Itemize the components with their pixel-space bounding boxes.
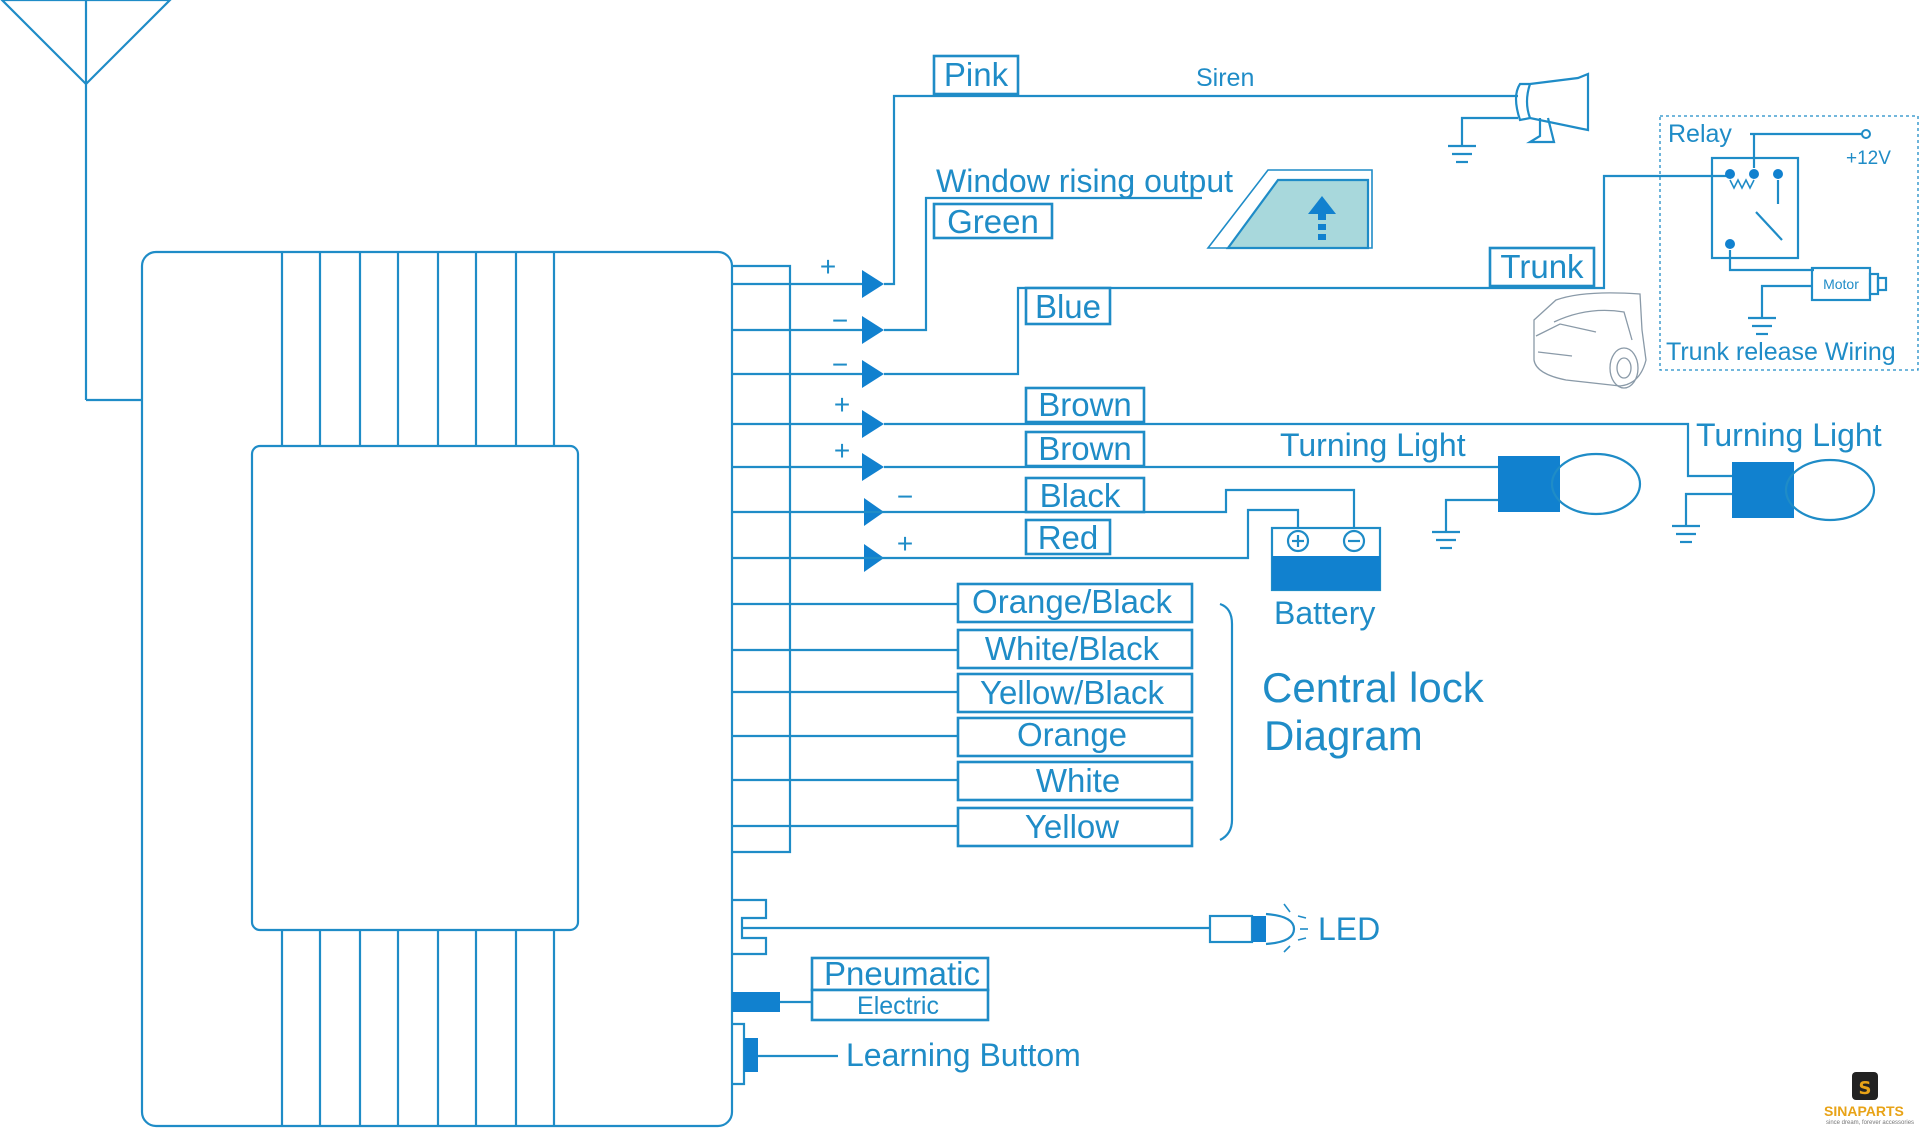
svg-text:S: S (1859, 1078, 1872, 1099)
polarity-pink: + (820, 251, 836, 282)
car-icon (1533, 292, 1647, 389)
polarity-brown-1: + (834, 389, 850, 420)
lock-wire-0: Orange/Black (972, 583, 1172, 620)
trunk-release: Trunk Relay +12V Motor Trunk release Wir… (1488, 115, 1919, 389)
polarity-brown-2: + (834, 435, 850, 466)
turning-light-2-label: Turning Light (1696, 417, 1882, 453)
wire-label-brown-2: Brown (1038, 430, 1132, 467)
central-lock-wires: Orange/Black White/Black Yellow/Black Or… (732, 582, 1234, 848)
wire-label-black: Black (1040, 477, 1121, 514)
control-unit (140, 250, 792, 1128)
relay-label: Relay (1668, 120, 1732, 148)
arrow-blue (862, 360, 884, 388)
window-rising-label: Window rising output (936, 163, 1233, 199)
motor-label: Motor (1823, 276, 1859, 292)
plus12v-label: +12V (1846, 148, 1891, 169)
polarity-signs: + − − + + − + (820, 251, 913, 559)
svg-text:SINAPARTS: SINAPARTS (1824, 1103, 1904, 1119)
polarity-blue: − (832, 349, 848, 380)
control-unit-stripes-bottom (280, 930, 556, 1126)
trunk-release-wiring-label: Trunk release Wiring (1666, 338, 1896, 366)
polarity-red: + (897, 528, 913, 559)
lock-wire-3: Orange (1017, 716, 1127, 753)
led-label: LED (1318, 911, 1380, 947)
turning-light-1: Turning Light (1280, 427, 1642, 550)
pneumatic-label: Pneumatic (824, 955, 980, 992)
window-rising: Window rising output (936, 163, 1373, 250)
lock-wire-4: White (1036, 762, 1120, 799)
wire-label-brown-1: Brown (1038, 386, 1132, 423)
window-glass (1225, 178, 1370, 250)
siren-label: Siren (1196, 64, 1254, 92)
siren: Siren (1196, 64, 1590, 164)
ground-icon (1432, 530, 1460, 550)
learning-button: Learning Buttom (732, 1022, 1081, 1086)
lock-wire-5: Yellow (1025, 808, 1119, 845)
learning-button-label: Learning Buttom (846, 1037, 1081, 1073)
turning-light-2: Turning Light (1672, 417, 1882, 544)
output-wires (732, 94, 1732, 572)
window-up-arrow-icon (1308, 196, 1336, 214)
ground-icon (1748, 316, 1776, 336)
wire-labels: Pink Green Blue Brown Brown Black Red (932, 54, 1146, 556)
sinaparts-logo: S SINAPARTS since dream, forever accesso… (1824, 1072, 1914, 1126)
wire-label-blue: Blue (1035, 288, 1101, 325)
arrow-brown-2 (862, 453, 884, 481)
lock-type-selector: Pneumatic Electric (732, 955, 990, 1022)
central-lock-title-line-1: Central lock (1262, 664, 1485, 711)
lock-brace (1219, 602, 1234, 841)
lock-wire-2: Yellow/Black (980, 674, 1165, 711)
arrow-green (862, 316, 884, 344)
svg-text:since dream, forever accessori: since dream, forever accessories (1826, 1120, 1914, 1126)
ground-icon (1448, 144, 1476, 164)
wire-label-trunk: Trunk (1500, 248, 1584, 285)
central-lock-title: Central lock Diagram (1262, 664, 1485, 759)
arrow-pink (862, 270, 884, 298)
wire-label-red: Red (1038, 519, 1099, 556)
lock-wire-1: White/Black (985, 630, 1160, 667)
polarity-black: − (897, 481, 913, 512)
led-icon (1265, 912, 1296, 946)
arrow-brown-1 (862, 410, 884, 438)
ground-icon (1672, 524, 1700, 544)
wire-label-pink: Pink (944, 56, 1009, 93)
polarity-green: − (832, 305, 848, 336)
electric-label: Electric (857, 992, 939, 1020)
led: LED (732, 898, 1380, 956)
siren-icon (1514, 72, 1590, 132)
turning-light-1-label: Turning Light (1280, 427, 1466, 463)
antenna (0, 0, 172, 402)
central-lock-title-line-2: Diagram (1264, 712, 1423, 759)
control-unit-stripes-top (280, 252, 556, 446)
battery: Battery (1270, 526, 1382, 631)
wire-label-green: Green (947, 203, 1039, 240)
battery-label: Battery (1274, 595, 1375, 631)
